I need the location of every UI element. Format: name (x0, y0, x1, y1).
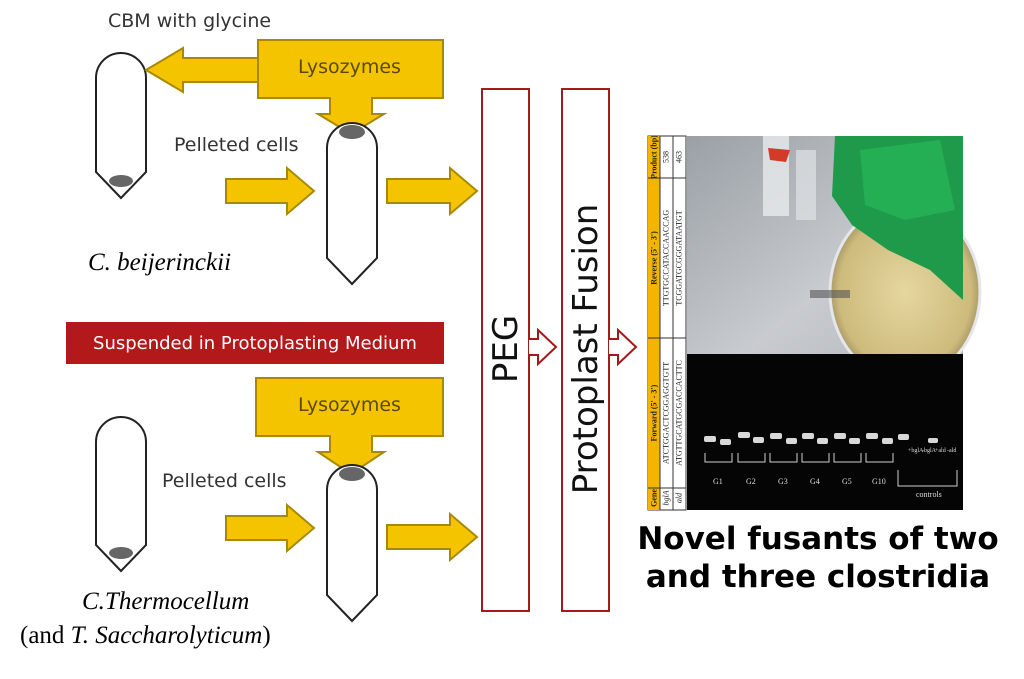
table-header-reverse: Reverse (5' - 3') (650, 231, 659, 285)
arrow-right (226, 505, 314, 551)
table-header-product: Product (bp) (650, 135, 659, 179)
arrow-left (146, 48, 258, 92)
protoplast-fusion-label: Protoplast Fusion (566, 204, 606, 495)
gel-lane-label: G5 (842, 477, 852, 486)
table-cell: 538 (662, 151, 671, 163)
cell-pellet (339, 467, 365, 481)
gel-controls-label: controls (916, 490, 942, 499)
organism-italic: T. Saccharolyticum (71, 622, 263, 649)
gel-control-lane: +ald (935, 448, 946, 454)
gel-control-lane: -bglA (922, 448, 936, 454)
table-cell: bglA (662, 490, 671, 505)
lysozymes-label-bottom: Lysozymes (298, 394, 401, 416)
cell-pellet (339, 125, 365, 139)
organism-bottom: C.Thermocellum (82, 588, 249, 616)
table-cell: ATGTTGCATGCGACCACTTC (675, 360, 684, 466)
arrow-right (226, 168, 314, 214)
gel-lane-label: G2 (746, 477, 756, 486)
cell-pellet (109, 547, 133, 559)
organism-bottom-secondary: (and T. Saccharolyticum) (20, 622, 271, 650)
outline-arrow (609, 330, 636, 364)
gel-control-lane: -ald (947, 448, 956, 454)
pelleted-cells-label-top: Pelleted cells (174, 134, 299, 156)
table-cell: ald (675, 493, 684, 503)
gel-image (687, 354, 963, 510)
protoplasting-banner: Suspended in Protoplasting Medium (66, 322, 444, 364)
gel-lane-label: G1 (713, 477, 723, 486)
table-header-forward: Forward (5' - 3') (650, 385, 659, 442)
arrow-right (387, 514, 477, 560)
organism-top: C. beijerinckii (88, 249, 231, 277)
table-cell: TTGTGCCATACCAACCAG (662, 210, 671, 306)
table-header-gene: Gene (650, 489, 659, 507)
table-cell: TCGGATGCGGGATAATGT (675, 210, 684, 305)
lysozymes-callout-bottom (256, 378, 443, 474)
arrow-right (387, 168, 477, 214)
peg-label: PEG (486, 315, 526, 383)
cell-pellet (109, 175, 133, 187)
result-headline: Novel fusants of two and three clostridi… (628, 520, 1008, 596)
pelleted-cells-label-bottom: Pelleted cells (162, 470, 287, 492)
gel-lane-label: G4 (810, 477, 820, 486)
result-line-1: Novel fusants of two (628, 520, 1008, 558)
paren-close: ) (262, 622, 270, 649)
petri-photo (687, 136, 980, 380)
tube-bottom-right (327, 465, 377, 621)
gel-lane-label: G10 (872, 477, 886, 486)
table-cell: ATCTGGACTCGGAGGTGTT (662, 362, 671, 464)
medium-label: CBM with glycine (108, 10, 271, 32)
lysozymes-label-top: Lysozymes (298, 56, 401, 78)
tube-top-right (327, 123, 377, 284)
table-cell: 463 (675, 151, 684, 163)
paren-open: (and (20, 622, 71, 649)
lysozymes-callout-top (258, 40, 443, 134)
gel-lane-label: G3 (778, 477, 788, 486)
outline-arrow (529, 330, 556, 364)
result-line-2: and three clostridia (628, 558, 1008, 596)
